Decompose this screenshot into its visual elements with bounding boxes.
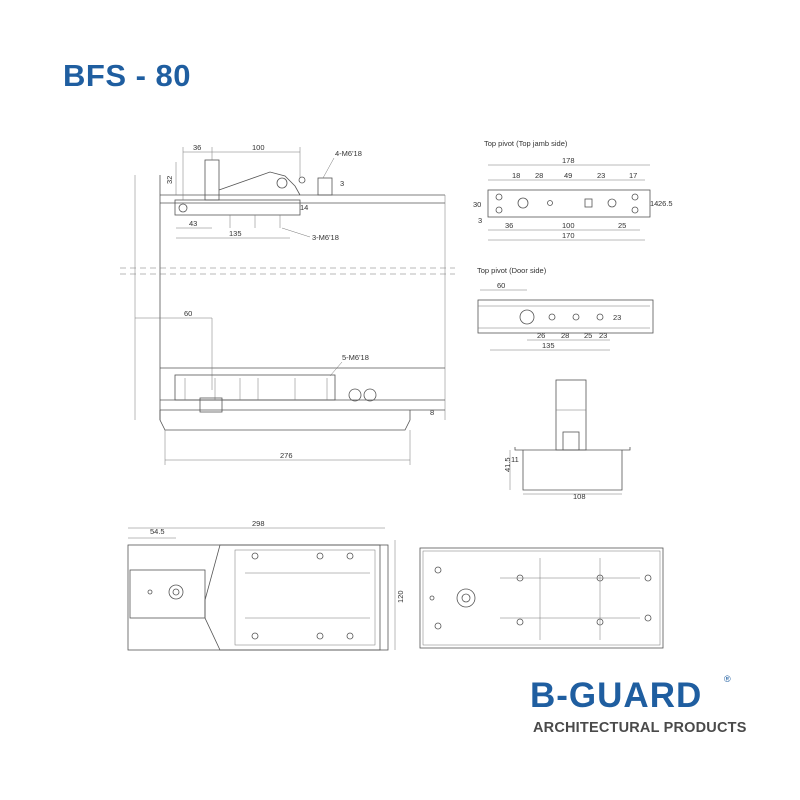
dim-26-5: 26.5 [658, 199, 673, 208]
bottom-pivot-section: 41.5 11 108 [503, 379, 631, 501]
brand-tagline: ARCHITECTURAL PRODUCTS [533, 720, 747, 736]
dim-11: 11 [511, 455, 519, 464]
side-elevation: 36 100 32 4-M6'18 3 14 43 135 3-M6'18 60… [120, 143, 455, 465]
dim-32: 32 [165, 176, 174, 184]
dim-120: 120 [396, 590, 405, 603]
dim-30: 30 [473, 200, 481, 209]
dim-36b: 36 [505, 221, 513, 230]
dim-26: 26 [537, 331, 545, 340]
dim-17: 17 [629, 171, 637, 180]
dim-60a: 60 [184, 309, 192, 318]
dim-3b: 3 [478, 216, 482, 225]
label-top-pivot-jamb: Top pivot (Top jamb side) [484, 139, 568, 148]
label-top-pivot-door: Top pivot (Door side) [477, 266, 547, 275]
dim-25b: 25 [584, 331, 592, 340]
dim-135a: 135 [229, 229, 242, 238]
dim-36: 36 [193, 143, 201, 152]
plan-view-left: 298 54.5 120 [127, 519, 405, 651]
label-screw-4: 4-M6'18 [335, 149, 362, 158]
registered-mark: ® [724, 674, 731, 684]
dim-60b: 60 [497, 281, 505, 290]
dim-28b: 28 [561, 331, 569, 340]
dim-49: 49 [564, 171, 572, 180]
dim-28a: 28 [535, 171, 543, 180]
top-pivot-door-detail: Top pivot (Door side) 60 23 26 28 25 23 … [477, 266, 654, 351]
plan-view-right [419, 547, 664, 649]
dim-54-5: 54.5 [150, 527, 165, 536]
dim-276: 276 [280, 451, 293, 460]
dim-43: 43 [189, 219, 197, 228]
dim-18: 18 [512, 171, 520, 180]
dim-25a: 25 [618, 221, 626, 230]
dim-23a: 23 [597, 171, 605, 180]
label-screw-3: 3-M6'18 [312, 233, 339, 242]
dim-100b: 100 [562, 221, 575, 230]
dim-178: 178 [562, 156, 575, 165]
dim-135b: 135 [542, 341, 555, 350]
dim-170: 170 [562, 231, 575, 240]
page-title: BFS - 80 [63, 58, 192, 93]
dim-108: 108 [573, 492, 586, 501]
brand-logo: B-GUARD [530, 676, 703, 715]
dim-8: 8 [430, 408, 434, 417]
dim-23b: 23 [613, 313, 621, 322]
dim-3: 3 [340, 179, 344, 188]
dim-41-5: 41.5 [503, 457, 512, 472]
dim-14b: 14 [650, 199, 658, 208]
label-screw-5: 5-M6'18 [342, 353, 369, 362]
dim-100: 100 [252, 143, 265, 152]
dim-14a: 14 [300, 203, 308, 212]
dim-298: 298 [252, 519, 265, 528]
top-pivot-jamb-detail: Top pivot (Top jamb side) 178 18 28 49 2… [473, 139, 673, 241]
dim-23c: 23 [599, 331, 607, 340]
